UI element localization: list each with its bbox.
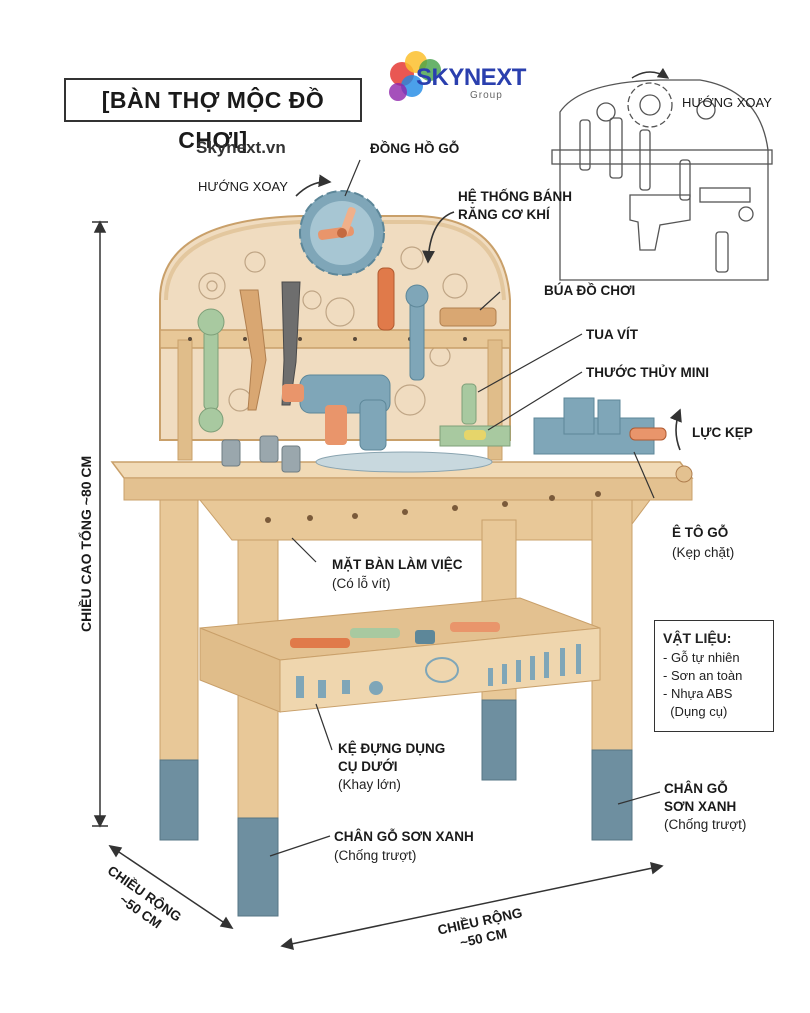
height-dimension-line	[92, 220, 108, 828]
materials-item: - Nhựa ABS	[663, 686, 733, 701]
label-shelf-line2: CỤ DƯỚI	[338, 759, 398, 774]
materials-box: VẬT LIỆU: - Gỗ tự nhiên - Sơn an toàn - …	[654, 620, 774, 732]
toy-hammer	[439, 307, 497, 327]
wrench-green	[197, 308, 225, 433]
label-clamp-force: LỰC KẸP	[692, 425, 753, 440]
leader-lines	[269, 159, 661, 857]
label-height-dimension: CHIỀU CAO TỔNG ~80 CM	[78, 455, 94, 632]
label-vise: Ê TÔ GỖ	[672, 525, 729, 540]
gears-pointer-arrow	[422, 211, 455, 264]
label-hammer: BÚA ĐỒ CHƠI	[544, 283, 636, 298]
toy-drill	[282, 374, 391, 451]
screwdriver-orange	[377, 267, 395, 331]
label-screwdriver: TUA VÍT	[586, 327, 638, 342]
rotate-arrow-left-icon	[295, 174, 332, 197]
wooden-vise	[533, 397, 693, 483]
label-level: THƯỚC THỦY MINI	[586, 365, 709, 380]
label-shelf-sub: (Khay lớn)	[338, 777, 401, 792]
worktop	[110, 435, 694, 541]
clamp-force-arrow-icon	[669, 408, 682, 451]
label-legs-right-line2: SƠN XANH	[664, 799, 737, 814]
label-worktop: MẶT BÀN LÀM VIỆC	[332, 557, 463, 572]
depth-dimension-line	[108, 844, 234, 930]
sketch-rotate-arrow-icon	[631, 67, 670, 79]
label-gears-line1: HỆ THỐNG BÁNH	[458, 189, 572, 204]
page-title: [BÀN THỢ MỘC ĐỒ CHƠI]	[64, 78, 362, 153]
logo-group: Group	[470, 90, 503, 101]
back-panel	[159, 215, 511, 441]
label-rotate-left: HƯỚNG XOAY	[198, 179, 288, 194]
width-dimension-line	[280, 861, 664, 951]
label-legs-left: CHÂN GỖ SƠN XANH	[334, 829, 474, 844]
label-legs-right-sub: (Chống trượt)	[664, 817, 747, 832]
lower-shelf	[199, 597, 601, 713]
logo-name: SKYNEXT	[416, 64, 526, 91]
label-vise-sub: (Kẹp chặt)	[672, 545, 735, 560]
wooden-clock	[299, 190, 385, 276]
sketch-illustration	[551, 79, 773, 281]
label-legs-right-line1: CHÂN GỖ	[664, 781, 728, 796]
label-rotate-right: HƯỚNG XOAY	[682, 95, 772, 110]
materials-title: VẬT LIỆU:	[663, 630, 732, 646]
pliers	[239, 281, 301, 411]
materials-list: - Gỗ tự nhiên - Sơn an toàn - Nhựa ABS (…	[663, 649, 765, 721]
wrench-blue	[405, 284, 429, 381]
materials-item: (Dụng cụ)	[663, 704, 728, 719]
label-legs-left-sub: (Chống trượt)	[334, 848, 417, 863]
label-clock: ĐỒNG HỒ GỖ	[370, 141, 460, 156]
label-gears-line2: RĂNG CƠ KHÍ	[458, 207, 550, 222]
mini-level	[439, 383, 511, 447]
label-worktop-sub: (Có lỗ vít)	[332, 576, 391, 591]
materials-item: - Sơn an toàn	[663, 668, 743, 683]
label-shelf-line1: KỆ ĐỰNG DỤNG	[338, 741, 446, 756]
website-label: Skynext.vn	[196, 138, 286, 157]
materials-item: - Gỗ tự nhiên	[663, 650, 740, 665]
skynext-logo-mark	[389, 51, 441, 101]
